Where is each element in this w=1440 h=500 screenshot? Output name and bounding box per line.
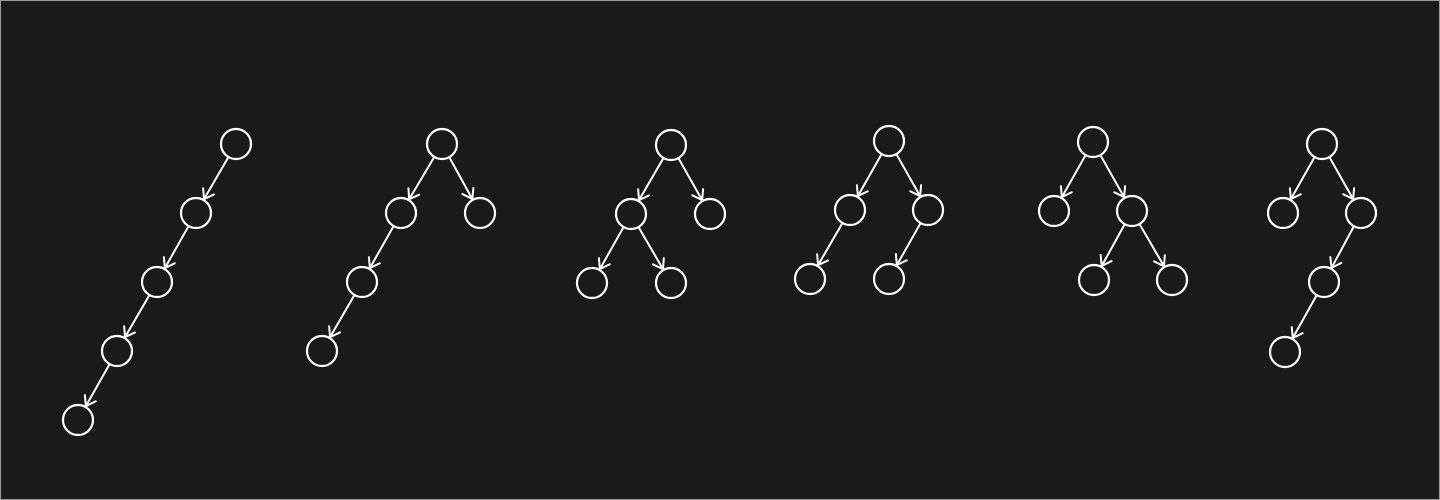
tree-4-node-c bbox=[911, 193, 945, 227]
tree-3-edge-b-e bbox=[637, 225, 664, 271]
tree-6-node-c bbox=[1344, 196, 1378, 230]
tree-1-node-b bbox=[179, 196, 213, 230]
tree-6-node-e bbox=[1268, 335, 1302, 369]
trees-layer bbox=[61, 124, 1378, 437]
tree-4-edge-a-c bbox=[895, 153, 922, 198]
tree-3-node-b bbox=[614, 197, 648, 231]
tree-2 bbox=[305, 127, 497, 368]
tree-6 bbox=[1266, 127, 1378, 369]
tree-5-node-a bbox=[1076, 125, 1110, 159]
tree-1-edge-c-d bbox=[124, 293, 151, 339]
tree-1-node-e bbox=[61, 403, 95, 437]
tree-3-edge-a-b bbox=[638, 156, 665, 202]
tree-2-edge-d-e bbox=[329, 293, 356, 339]
tree-1-edge-d-e bbox=[84, 363, 111, 408]
tree-6-node-d bbox=[1307, 265, 1341, 299]
tree-3-edge-b-d bbox=[598, 226, 625, 271]
tree-6-edge-c-d bbox=[1330, 225, 1355, 269]
tree-5-edge-c-e bbox=[1138, 222, 1165, 268]
tree-6-edge-a-b bbox=[1289, 156, 1316, 201]
tree-1-node-d bbox=[100, 334, 134, 368]
tree-2-edge-a-b bbox=[408, 155, 436, 201]
tree-3-node-c bbox=[693, 197, 727, 231]
tree-4-edge-a-b bbox=[856, 153, 883, 198]
tree-1-edge-a-b bbox=[203, 155, 230, 201]
tree-1 bbox=[61, 127, 253, 437]
tree-2-node-e bbox=[305, 334, 339, 368]
tree-6-node-b bbox=[1266, 196, 1300, 230]
tree-2-node-d bbox=[345, 265, 379, 299]
tree-1-edge-b-c bbox=[163, 225, 190, 270]
tree-4-edge-b-d bbox=[817, 221, 844, 267]
tree-5-node-b bbox=[1037, 194, 1071, 228]
tree-2-node-c bbox=[463, 196, 497, 230]
tree-4-node-b bbox=[833, 193, 867, 227]
tree-3-node-d bbox=[575, 266, 609, 300]
tree-1-node-a bbox=[219, 127, 253, 161]
tree-5-node-d bbox=[1077, 263, 1111, 297]
tree-5 bbox=[1037, 125, 1189, 297]
tree-3-edge-a-c bbox=[677, 157, 704, 202]
tree-5-edge-a-c bbox=[1099, 154, 1126, 199]
tree-3-node-a bbox=[654, 128, 688, 162]
tree-5-node-c bbox=[1115, 194, 1149, 228]
tree-5-node-e bbox=[1155, 263, 1189, 297]
tree-6-node-a bbox=[1305, 127, 1339, 161]
tree-4-node-d bbox=[793, 262, 827, 296]
tree-2-edge-a-c bbox=[448, 156, 474, 200]
tree-6-edge-d-e bbox=[1291, 294, 1318, 340]
tree-4-edge-c-e bbox=[895, 222, 922, 267]
tree-3-node-e bbox=[654, 266, 688, 300]
tree-2-edge-b-d bbox=[368, 225, 395, 270]
tree-6-edge-a-c bbox=[1328, 156, 1355, 201]
tree-2-node-b bbox=[384, 196, 418, 230]
tree-1-node-c bbox=[140, 265, 174, 299]
tree-3 bbox=[575, 128, 727, 300]
tree-2-node-a bbox=[425, 127, 459, 161]
tree-4-node-e bbox=[872, 262, 906, 296]
tree-4-node-a bbox=[872, 124, 906, 158]
tree-4 bbox=[793, 124, 945, 296]
tree-5-edge-c-d bbox=[1100, 223, 1126, 267]
tree-5-edge-a-b bbox=[1060, 154, 1087, 199]
